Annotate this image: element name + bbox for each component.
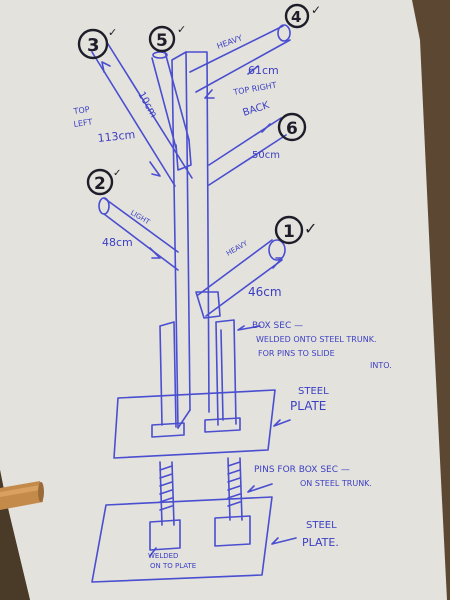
svg-text:PINS FOR BOX SEC —: PINS FOR BOX SEC — <box>254 465 350 475</box>
label-3-length: 113cm <box>97 128 136 145</box>
label-4-length: 61cm <box>248 64 279 77</box>
svg-text:STEEL: STEEL <box>306 520 337 531</box>
svg-text:WELDED ONTO STEEL TRUNK.: WELDED ONTO STEEL TRUNK. <box>256 335 377 344</box>
svg-text:WELDED: WELDED <box>148 552 178 560</box>
bottom-plate-note: STEEL PLATE. <box>302 520 339 549</box>
branch-2 <box>98 197 179 271</box>
svg-text:✓: ✓ <box>304 219 317 238</box>
branch-4 <box>189 24 291 93</box>
branch-1 <box>195 239 286 319</box>
label-1-length: 46cm <box>248 285 282 299</box>
svg-text:STEEL: STEEL <box>298 386 329 397</box>
svg-text:BOX SEC —: BOX SEC — <box>252 321 303 331</box>
welded-note: WELDED ON TO PLATE <box>148 552 196 570</box>
marker-3: 3 ✓ <box>77 26 117 60</box>
svg-text:✓: ✓ <box>311 3 321 17</box>
label-2-length: 48cm <box>102 236 133 249</box>
top-steel-plate <box>113 389 276 459</box>
wood-dowel <box>0 481 44 510</box>
svg-text:6: 6 <box>286 119 298 139</box>
svg-text:4: 4 <box>291 8 301 26</box>
svg-text:1: 1 <box>283 222 295 242</box>
label-6-length: 50cm <box>252 150 280 161</box>
svg-text:PLATE: PLATE <box>290 399 326 413</box>
svg-text:3: 3 <box>87 35 100 56</box>
annotation-arrows <box>101 61 297 557</box>
marker-2: 2 ✓ <box>86 168 121 196</box>
svg-text:✓: ✓ <box>113 168 121 179</box>
top-plate-note: STEEL PLATE <box>290 386 329 413</box>
svg-text:5: 5 <box>156 31 168 51</box>
box-sections <box>159 319 237 428</box>
marker-5: 5 ✓ <box>148 23 186 53</box>
svg-text:PLATE.: PLATE. <box>302 536 339 549</box>
marker-1: 1 ✓ <box>274 215 317 245</box>
svg-text:INTO.: INTO. <box>370 361 392 370</box>
branch-3 <box>91 43 193 187</box>
svg-text:FOR PINS TO SLIDE: FOR PINS TO SLIDE <box>258 349 335 358</box>
pins-note: PINS FOR BOX SEC — ON STEEL TRUNK. <box>254 465 372 488</box>
marker-4: 4 ✓ <box>284 3 321 29</box>
label-3-left: LEFT <box>73 117 93 129</box>
trunk <box>171 51 210 429</box>
label-3-top: TOP <box>72 105 90 116</box>
svg-text:✓: ✓ <box>108 26 117 39</box>
svg-text:ON TO PLATE: ON TO PLATE <box>150 562 196 570</box>
svg-text:✓: ✓ <box>177 23 186 36</box>
marker-6: 6 <box>277 112 307 142</box>
box-section-note: BOX SEC — WELDED ONTO STEEL TRUNK. FOR P… <box>252 321 392 370</box>
bottom-steel-plate <box>91 496 273 583</box>
svg-text:2: 2 <box>94 174 106 194</box>
svg-text:ON STEEL TRUNK.: ON STEEL TRUNK. <box>300 479 372 488</box>
pins <box>159 457 243 526</box>
